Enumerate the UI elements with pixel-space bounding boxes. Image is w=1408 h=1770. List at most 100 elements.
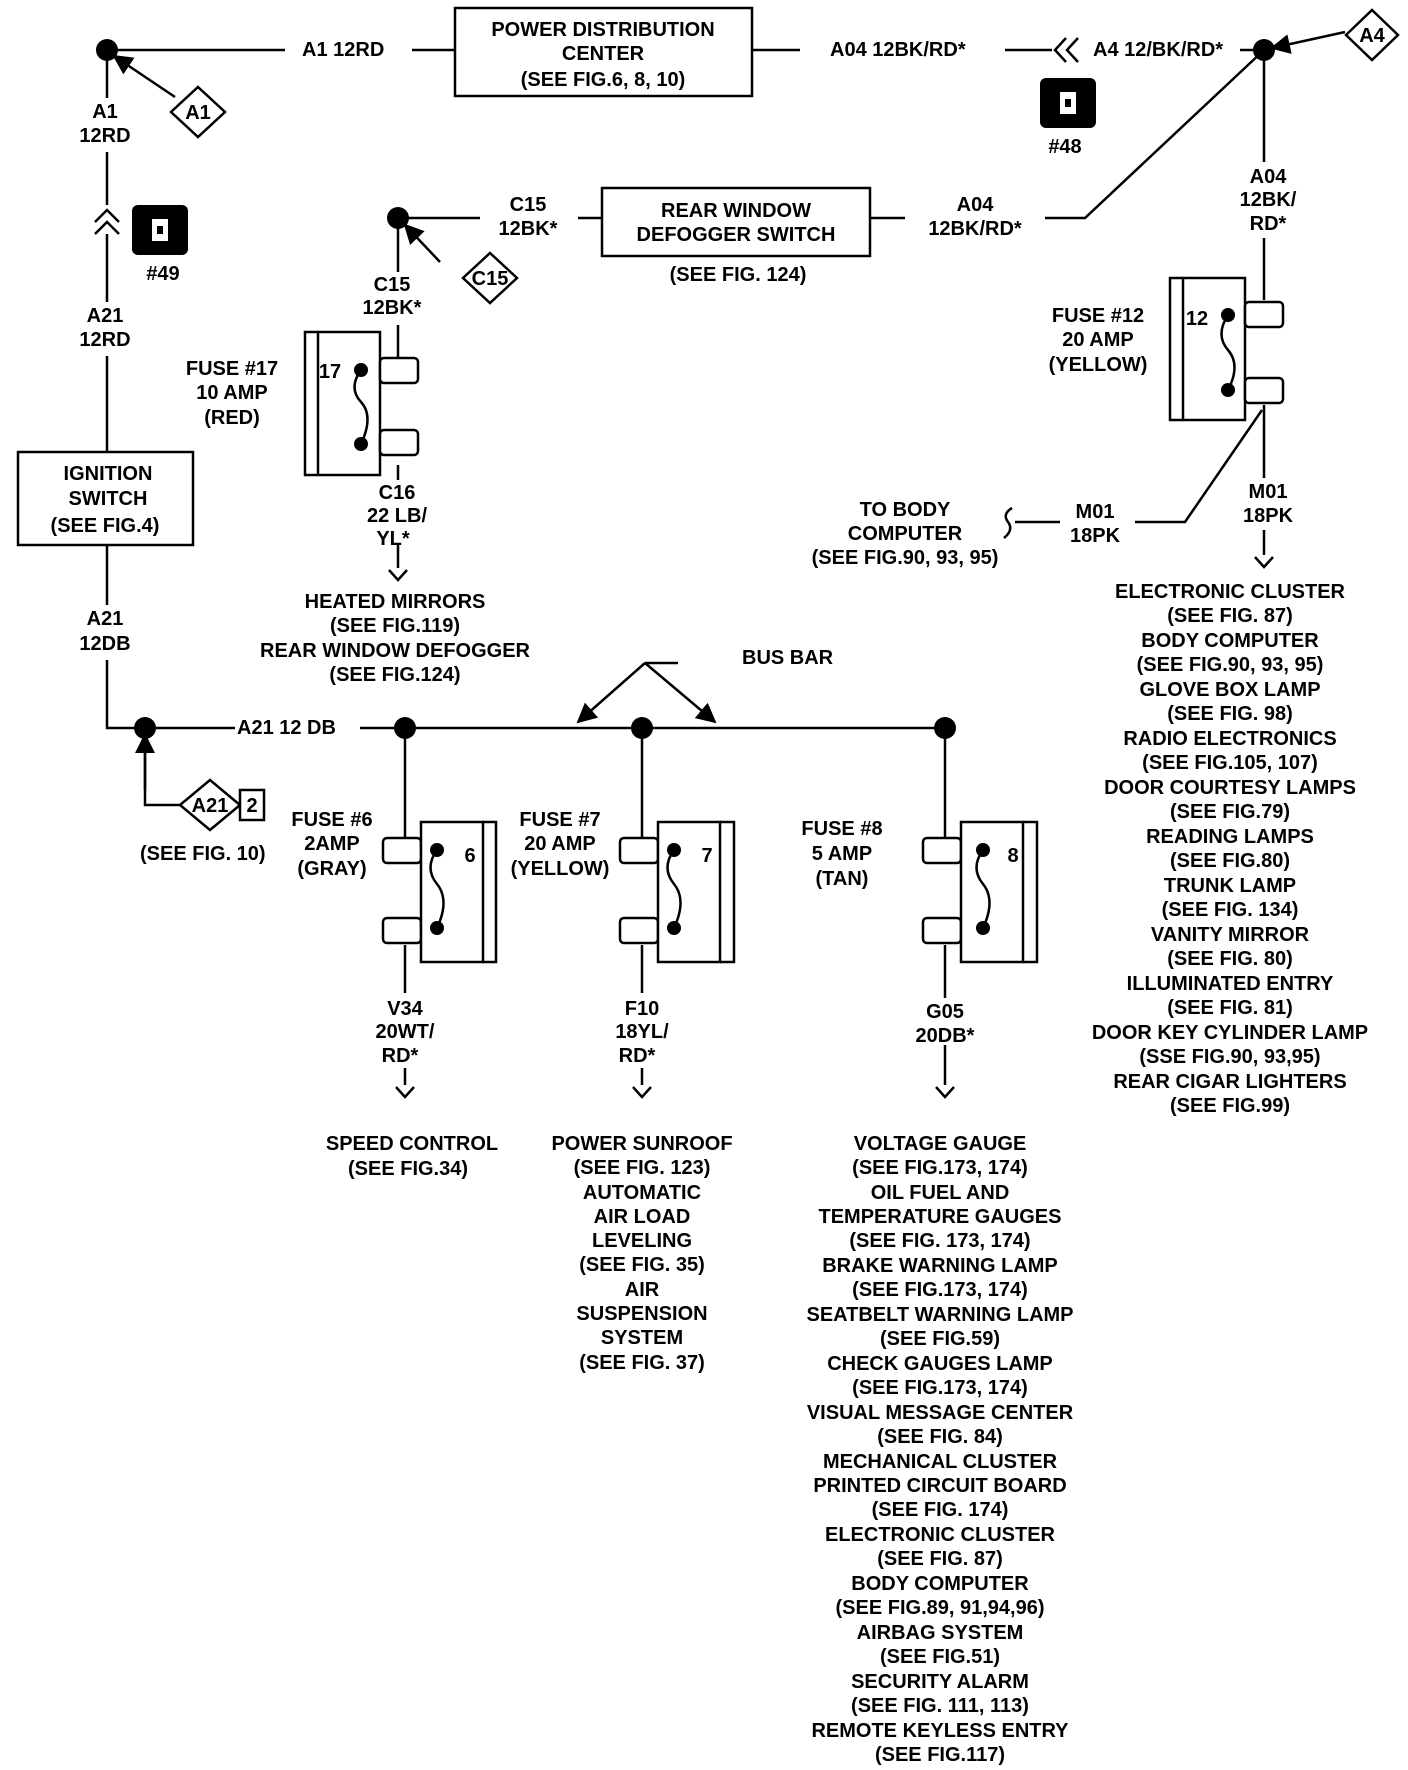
fuse-17-label-3: (RED) (204, 407, 260, 429)
wire-label-m01-left-2: 18PK (1070, 525, 1121, 547)
a4-badge-label: A4 (1359, 25, 1385, 47)
dest-fuse8-15: (SEE FIG. 174) (872, 1499, 1009, 1521)
fuse12-destinations: ELECTRONIC CLUSTER (SEE FIG. 87) BODY CO… (1092, 581, 1368, 1117)
dest-fuse8-22: SECURITY ALARM (851, 1671, 1029, 1693)
defogger-switch-label-1: REAR WINDOW (661, 200, 811, 222)
connector-49-label: #49 (146, 263, 179, 285)
wire-label-v34-1: V34 (387, 998, 423, 1020)
body-computer-destination: TO BODY COMPUTER (SEE FIG.90, 93, 95) (812, 499, 999, 569)
connector-48-label: #48 (1048, 136, 1081, 158)
a21-badge (178, 778, 242, 832)
dest-fuse12-15: (SEE FIG. 80) (1167, 948, 1293, 970)
junction-a1 (96, 39, 118, 61)
a1-badge-label: A1 (185, 102, 211, 124)
junction-a4 (1253, 39, 1275, 61)
a21-badge-num: 2 (246, 795, 257, 817)
fuse-6-label-1: FUSE #6 (291, 809, 372, 831)
wire-m01-branch (1135, 409, 1264, 524)
wire-label-a21-bus: A21 12 DB (237, 717, 336, 739)
dest-fuse12-1: (SEE FIG. 87) (1167, 605, 1293, 627)
dest-fuse12-10: READING LAMPS (1146, 826, 1314, 848)
defogger-switch-ref: (SEE FIG. 124) (670, 264, 807, 286)
wire-label-c16-1: C16 (379, 482, 416, 504)
dest-fuse7-9: (SEE FIG. 37) (579, 1352, 705, 1374)
connector-m01-left (1003, 506, 1013, 539)
a4-arrow (1270, 30, 1346, 54)
dest-body-computer-0: TO BODY (860, 499, 951, 521)
fuse-6-number: 6 (464, 845, 475, 867)
pdc-label-1: POWER DISTRIBUTION (491, 19, 714, 41)
dest-fuse7-2: AUTOMATIC (583, 1182, 701, 1204)
dest-fuse7-8: SYSTEM (601, 1327, 683, 1349)
fuse6-destinations: SPEED CONTROL (SEE FIG.34) (326, 1133, 498, 1180)
wire-label-m01-left-1: M01 (1076, 501, 1115, 523)
a1-badge (169, 85, 227, 139)
fuse-12-label-2: 20 AMP (1062, 329, 1134, 351)
wire-label-c16-3: YL* (376, 528, 410, 550)
wire-a21-badge-leader (143, 728, 185, 807)
dest-fuse8-20: AIRBAG SYSTEM (857, 1622, 1024, 1644)
defogger-switch-box (600, 186, 872, 258)
dest-fuse12-2: BODY COMPUTER (1141, 630, 1319, 652)
fuse-8-label-2: 5 AMP (812, 843, 872, 865)
fuse-8-label-1: FUSE #8 (801, 818, 882, 840)
term-m01 (1254, 556, 1274, 569)
c15-arrow (403, 223, 441, 263)
dest-fuse8-3: TEMPERATURE GAUGES (819, 1206, 1062, 1228)
wire-label-c16-2: 22 LB/ (367, 505, 427, 527)
fuse-6-label-2: 2AMP (304, 833, 360, 855)
dest-fuse12-21: (SEE FIG.99) (1170, 1095, 1290, 1117)
dest-fuse7-0: POWER SUNROOF (551, 1133, 732, 1155)
a21-ref: (SEE FIG. 10) (140, 843, 266, 865)
connector-chevron-49 (94, 208, 120, 235)
dest-fuse6-0: SPEED CONTROL (326, 1133, 498, 1155)
connector-chevron-48 (1053, 37, 1079, 63)
fuse-8-label-3: (TAN) (816, 868, 869, 890)
dest-fuse17-2: REAR WINDOW DEFOGGER (260, 640, 531, 662)
dest-fuse8-13: MECHANICAL CLUSTER (823, 1451, 1058, 1473)
ignition-label-1: IGNITION (64, 463, 153, 485)
dest-fuse12-3: (SEE FIG.90, 93, 95) (1137, 654, 1324, 676)
dest-fuse7-6: AIR (625, 1279, 660, 1301)
fuse-8-number: 8 (1007, 845, 1018, 867)
wire-label-m01-right-1: M01 (1249, 481, 1288, 503)
wire-label-a04-mid-1: A04 (957, 194, 995, 216)
wire-label-a1-left-2: 12RD (79, 125, 130, 147)
dest-fuse12-18: DOOR KEY CYLINDER LAMP (1092, 1022, 1368, 1044)
a1-arrow (112, 54, 176, 99)
dest-fuse8-10: (SEE FIG.173, 174) (852, 1377, 1028, 1399)
pdc-ref: (SEE FIG.6, 8, 10) (521, 69, 686, 91)
wire-label-c15-down-1: C15 (374, 274, 411, 296)
dest-fuse12-4: GLOVE BOX LAMP (1139, 679, 1320, 701)
junction-a21 (134, 717, 156, 739)
fuse17-destinations: HEATED MIRRORS (SEE FIG.119) REAR WINDOW… (260, 591, 531, 686)
fuse-17-label-1: FUSE #17 (186, 358, 278, 380)
fuse-7-label-2: 20 AMP (524, 833, 596, 855)
dest-fuse12-19: (SSE FIG.90, 93,95) (1139, 1046, 1320, 1068)
wire-label-a1-top: A1 12RD (302, 39, 384, 61)
wire-label-a04-pdc: A04 12BK/RD* (830, 39, 966, 61)
dest-fuse17-3: (SEE FIG.124) (329, 664, 460, 686)
dest-fuse12-6: RADIO ELECTRONICS (1123, 728, 1336, 750)
dest-fuse8-23: (SEE FIG. 111, 113) (851, 1695, 1029, 1717)
fuse-7 (618, 820, 736, 964)
dest-fuse17-0: HEATED MIRRORS (305, 591, 486, 613)
dest-fuse8-17: (SEE FIG. 87) (877, 1548, 1003, 1570)
wire-label-v34-3: RD* (382, 1045, 419, 1067)
dest-fuse8-5: BRAKE WARNING LAMP (822, 1255, 1058, 1277)
connector-48-icon (1040, 78, 1096, 128)
dest-fuse7-7: SUSPENSION (576, 1303, 707, 1325)
dest-fuse8-1: (SEE FIG.173, 174) (852, 1157, 1028, 1179)
pdc-box (453, 6, 754, 98)
dest-fuse12-11: (SEE FIG.80) (1170, 850, 1290, 872)
dest-fuse7-4: LEVELING (592, 1230, 692, 1252)
dest-fuse7-1: (SEE FIG. 123) (574, 1157, 711, 1179)
dest-fuse12-8: DOOR COURTESY LAMPS (1104, 777, 1356, 799)
c15-badge-label: C15 (472, 268, 509, 290)
fuse7-destinations: POWER SUNROOF (SEE FIG. 123) AUTOMATIC A… (551, 1133, 732, 1374)
wire-label-a21-upper-2: 12RD (79, 329, 130, 351)
dest-fuse8-8: (SEE FIG.59) (880, 1328, 1000, 1350)
dest-fuse8-12: (SEE FIG. 84) (877, 1426, 1003, 1448)
a21-badge-box (238, 788, 266, 822)
